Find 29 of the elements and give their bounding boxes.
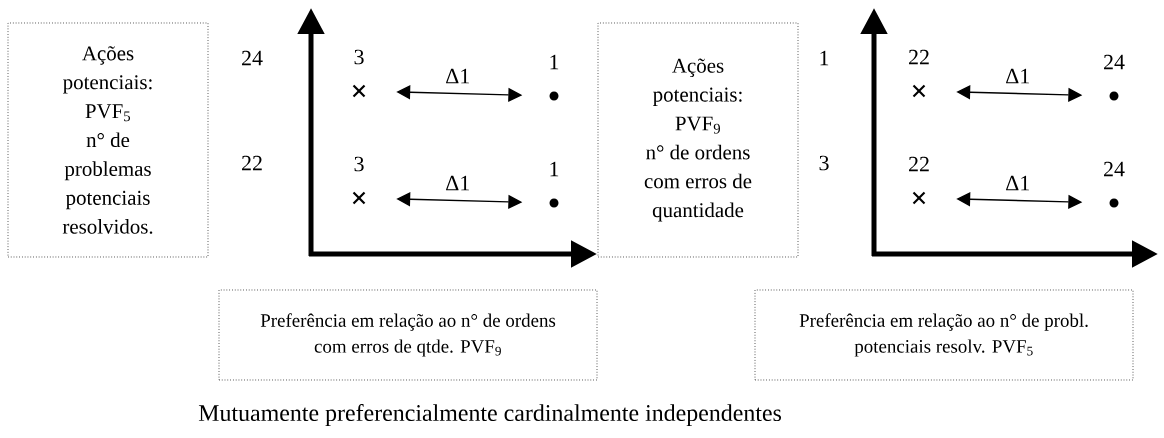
value-label: 22 <box>909 156 929 172</box>
cross-mark <box>352 191 366 205</box>
value-label: 3 <box>354 156 364 172</box>
text-box: Ações potenciais: PVF$_{5}$ n° de problemas potenciais resolvidos. <box>7 22 209 258</box>
edge-label: Δ1 <box>446 175 469 191</box>
edge-label: Δ1 <box>1006 175 1029 191</box>
caption: Mutuamente preferencialmente cardinalmente independentes <box>198 404 781 426</box>
value-label: 24 <box>242 50 263 66</box>
value-label: 22 <box>909 49 929 65</box>
value-label: 3 <box>354 49 364 65</box>
dot-mark <box>549 198 559 208</box>
text-box: Ações potenciais: PVF$_{9}$ n° de ordens com erros de quantidade <box>597 22 799 258</box>
value-label: 3 <box>819 155 829 171</box>
cross-mark <box>912 84 926 98</box>
dot-mark <box>549 91 559 101</box>
dot-mark <box>1109 198 1119 208</box>
value-label: 1 <box>550 54 559 70</box>
cross-mark <box>912 191 926 205</box>
value-label: 24 <box>1104 54 1125 70</box>
value-label: 24 <box>1104 161 1125 177</box>
dot-mark <box>1109 91 1119 101</box>
value-label: 1 <box>820 50 829 66</box>
edge-label: Δ1 <box>446 68 469 84</box>
value-label: 1 <box>550 161 559 177</box>
cross-mark <box>352 84 366 98</box>
text-box: Preferência em relação ao n° de probl. potenciais resolv. PVF$_{5}$ <box>754 289 1134 381</box>
edge-label: Δ1 <box>1006 68 1029 84</box>
text-box: Preferência em relação ao n° de ordens com erros de qtde. PVF$_{9}$ <box>218 289 598 381</box>
value-label: 22 <box>242 155 262 171</box>
